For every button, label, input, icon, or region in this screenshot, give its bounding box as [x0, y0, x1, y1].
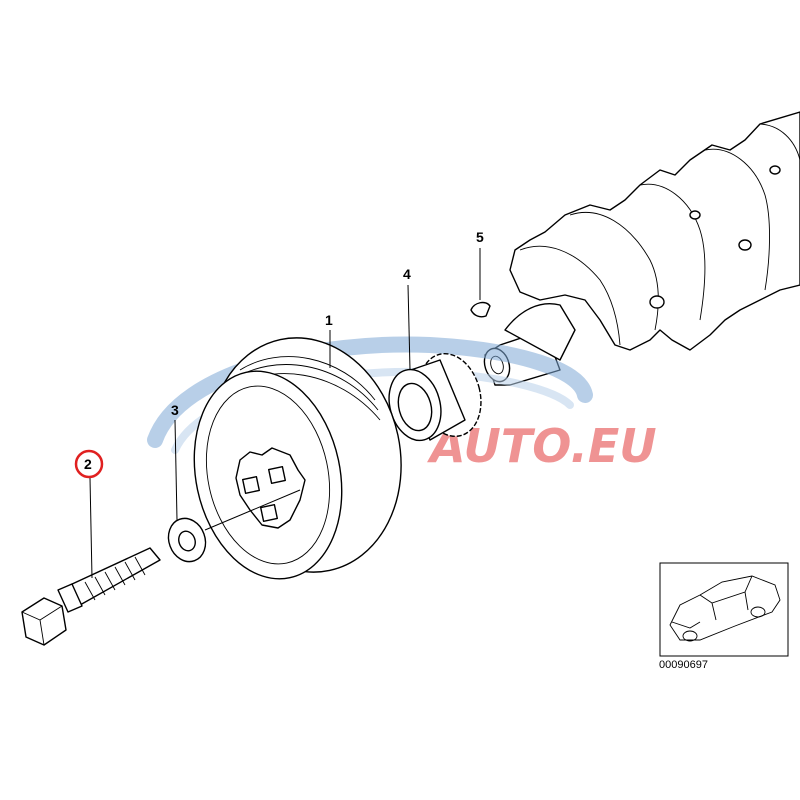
callout-2: 2 — [84, 456, 92, 472]
vibration-damper-pulley — [193, 337, 402, 580]
callout-2-highlight-ring — [74, 449, 104, 479]
sprocket — [388, 352, 482, 442]
bolt — [21, 547, 161, 646]
crankshaft — [483, 111, 800, 386]
reference-number: 00090697 — [659, 659, 708, 671]
callout-labels: 1 2 3 4 5 — [74, 229, 484, 479]
callout-5: 5 — [476, 229, 484, 245]
vehicle-thumbnail: 00090697 — [659, 562, 789, 671]
washer — [167, 517, 207, 563]
callout-1: 1 — [325, 312, 333, 328]
callout-4: 4 — [403, 266, 411, 282]
callout-3: 3 — [171, 402, 179, 418]
woodruff-key — [470, 301, 491, 318]
thumbnail-frame — [659, 562, 789, 657]
leader-lines — [89, 248, 481, 579]
